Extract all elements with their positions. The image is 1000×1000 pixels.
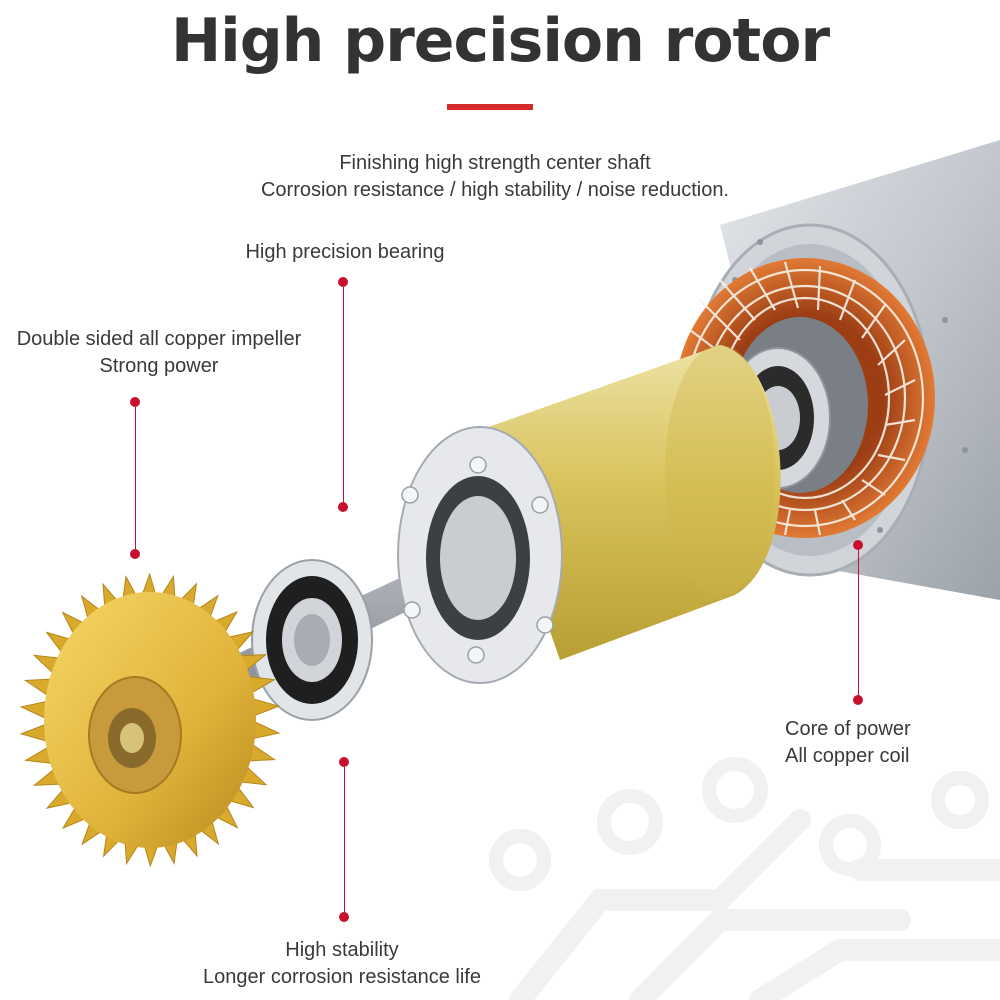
front-bearing (251, 559, 373, 721)
callout-bearing: High precision bearing (220, 239, 470, 266)
callout-impeller: Double sided all copper impeller Strong … (0, 326, 318, 380)
callout-stability-leader-line (344, 767, 345, 917)
callout-stability: High stability Longer corrosion resistan… (180, 937, 504, 991)
page-title: High precision rotor (170, 6, 830, 76)
callout-impeller-leader-line (135, 407, 136, 552)
callout-bearing-line1: High precision bearing (245, 241, 445, 263)
callout-core: Core of power All copper coil (785, 716, 935, 770)
callout-impeller-dot-top (130, 397, 140, 407)
callout-center-shaft: Finishing high strength center shaft Cor… (220, 150, 770, 204)
callout-bearing-dot-bottom (338, 502, 348, 512)
callout-core-leader-line (858, 550, 859, 698)
callout-core-line2: All copper coil (785, 745, 910, 767)
callout-bearing-dot-top (338, 277, 348, 287)
callout-bearing-leader-line (343, 287, 344, 507)
copper-impeller (19, 572, 281, 868)
callout-stability-dot-top (339, 757, 349, 767)
callout-impeller-line1: Double sided all copper impeller (16, 328, 302, 350)
title-underline (447, 104, 533, 110)
callout-impeller-dot-bottom (130, 549, 140, 559)
callout-core-line1: Core of power (785, 718, 911, 740)
callout-stability-line2: Longer corrosion resistance life (203, 966, 481, 988)
callout-core-dot-top (853, 540, 863, 550)
callout-center-shaft-line2: Corrosion resistance / high stability / … (260, 179, 729, 201)
callout-stability-dot-bottom (339, 912, 349, 922)
callout-center-shaft-line1: Finishing high strength center shaft (339, 152, 651, 174)
callout-impeller-line2: Strong power (99, 355, 219, 377)
callout-stability-line1: High stability (285, 939, 399, 961)
rotor-end-flange (397, 426, 563, 684)
callout-core-dot-bottom (853, 695, 863, 705)
